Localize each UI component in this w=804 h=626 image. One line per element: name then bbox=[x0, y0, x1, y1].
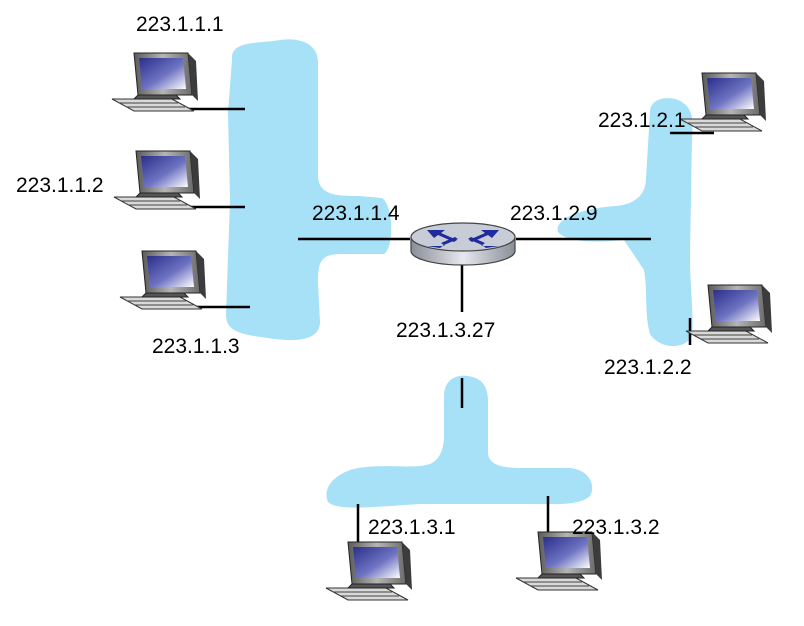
host-h5-desktop-computer-icon[interactable] bbox=[685, 284, 773, 344]
host-h7-desktop-computer-icon[interactable] bbox=[515, 531, 603, 591]
host-h5-address: 223.1.2.2 bbox=[604, 356, 692, 379]
router-icon[interactable] bbox=[410, 222, 516, 266]
router-interface-subnet2: 223.1.2.9 bbox=[510, 202, 598, 225]
host-h1-address: 223.1.1.1 bbox=[136, 13, 224, 36]
host-h4-desktop-computer-icon[interactable] bbox=[679, 72, 767, 132]
host-h3-address: 223.1.1.3 bbox=[152, 335, 240, 358]
host-h7-address: 223.1.3.2 bbox=[572, 516, 660, 539]
router-interface-subnet3: 223.1.3.27 bbox=[396, 319, 496, 342]
host-h2-address: 223.1.1.2 bbox=[16, 174, 104, 197]
subnet-223-1-3 bbox=[326, 375, 593, 508]
host-h3-desktop-computer-icon[interactable] bbox=[119, 250, 207, 310]
host-h1-desktop-computer-icon[interactable] bbox=[111, 52, 199, 112]
subnet-223-1-2 bbox=[557, 98, 693, 346]
host-h4-address: 223.1.2.1 bbox=[598, 109, 686, 132]
host-h2-desktop-computer-icon[interactable] bbox=[113, 150, 201, 210]
subnet-223-1-1 bbox=[226, 39, 392, 341]
host-h6-desktop-computer-icon[interactable] bbox=[325, 541, 413, 601]
links bbox=[182, 107, 714, 545]
router-interface-subnet1: 223.1.1.4 bbox=[312, 202, 400, 225]
host-h6-address: 223.1.3.1 bbox=[368, 516, 456, 539]
